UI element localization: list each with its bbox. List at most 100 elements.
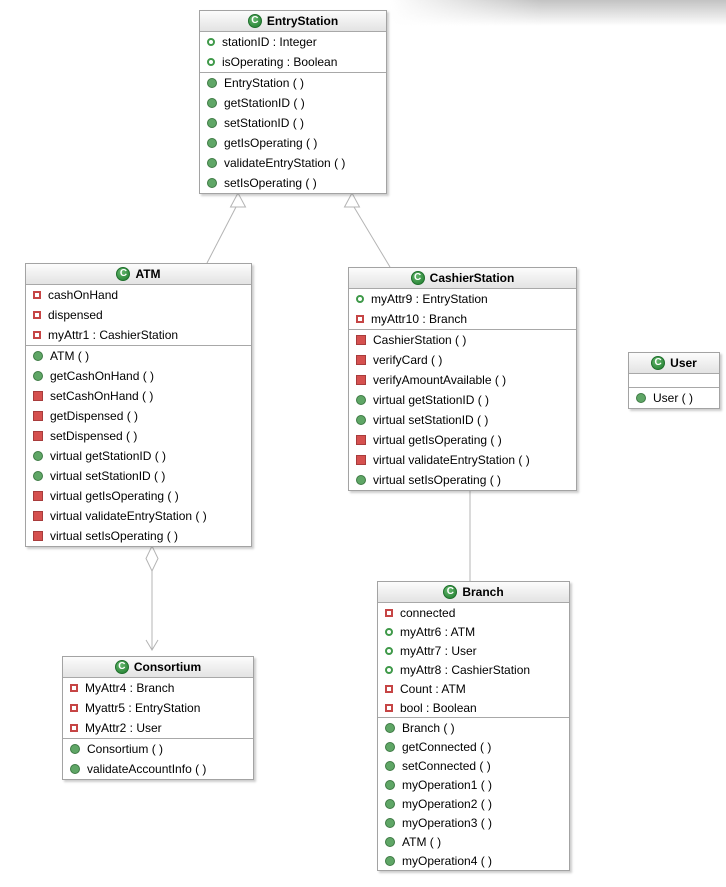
method-row[interactable]: virtual validateEntryStation ( )	[349, 450, 576, 470]
attributes-section: connected myAttr6 : ATM myAttr7 : User m…	[378, 603, 569, 718]
public-attribute-icon	[385, 627, 393, 636]
operations-section: CashierStation ( ) verifyCard ( ) verify…	[349, 330, 576, 490]
attribute-row[interactable]: myAttr10 : Branch	[349, 309, 576, 329]
attribute-row[interactable]: stationID : Integer	[200, 32, 386, 52]
method-row[interactable]: virtual setIsOperating ( )	[349, 470, 576, 490]
private-method-icon	[356, 375, 366, 385]
public-method-icon	[385, 817, 395, 828]
attributes-section	[629, 374, 719, 388]
method-row[interactable]: setConnected ( )	[378, 756, 569, 775]
method-row[interactable]: getStationID ( )	[200, 93, 386, 113]
public-method-icon	[33, 451, 43, 461]
attribute-row[interactable]: myAttr8 : CashierStation	[378, 660, 569, 679]
attribute-row[interactable]: MyAttr4 : Branch	[63, 678, 253, 698]
method-row[interactable]: verifyAmountAvailable ( )	[349, 370, 576, 390]
method-row[interactable]: setCashOnHand ( )	[26, 386, 251, 406]
attribute-row[interactable]: connected	[378, 603, 569, 622]
method-row[interactable]: User ( )	[629, 388, 719, 408]
private-method-icon	[33, 431, 43, 441]
class-box-user[interactable]: C User User ( )	[628, 352, 720, 409]
public-method-icon	[33, 371, 43, 381]
public-method-icon	[385, 798, 395, 809]
operations-section: ATM ( ) getCashOnHand ( ) setCashOnHand …	[26, 346, 251, 546]
aggregation-atm-to-consortium[interactable]	[145, 544, 159, 651]
method-row[interactable]: EntryStation ( )	[200, 73, 386, 93]
private-attribute-icon	[70, 724, 78, 732]
class-title-bar[interactable]: C ATM	[26, 264, 251, 285]
class-name: Branch	[462, 585, 504, 599]
class-title-bar[interactable]: C User	[629, 353, 719, 374]
method-row[interactable]: getCashOnHand ( )	[26, 366, 251, 386]
method-row[interactable]: virtual setStationID ( )	[26, 466, 251, 486]
attribute-row[interactable]: dispensed	[26, 305, 251, 325]
method-row[interactable]: setIsOperating ( )	[200, 173, 386, 193]
method-row[interactable]: virtual getIsOperating ( )	[26, 486, 251, 506]
attribute-row[interactable]: isOperating : Boolean	[200, 52, 386, 72]
public-method-icon	[70, 764, 80, 774]
private-method-icon	[356, 355, 366, 365]
attribute-row[interactable]: Count : ATM	[378, 679, 569, 698]
private-attribute-icon	[33, 291, 41, 299]
class-box-atm[interactable]: C ATM cashOnHand dispensed myAttr1 : Cas…	[25, 263, 252, 547]
class-title-bar[interactable]: C EntryStation	[200, 11, 386, 32]
method-row[interactable]: setStationID ( )	[200, 113, 386, 133]
method-row[interactable]: myOperation1 ( )	[378, 775, 569, 794]
public-attribute-icon	[207, 58, 215, 66]
public-method-icon	[33, 471, 43, 481]
attribute-row[interactable]: cashOnHand	[26, 285, 251, 305]
method-row[interactable]: getIsOperating ( )	[200, 133, 386, 153]
method-row[interactable]: validateAccountInfo ( )	[63, 759, 253, 779]
class-title-bar[interactable]: C Branch	[378, 582, 569, 603]
public-method-icon	[385, 855, 395, 866]
method-row[interactable]: myOperation2 ( )	[378, 794, 569, 813]
class-box-branch[interactable]: C Branch connected myAttr6 : ATM myAttr7…	[377, 581, 570, 871]
method-row[interactable]: virtual setStationID ( )	[349, 410, 576, 430]
method-row[interactable]: virtual getIsOperating ( )	[349, 430, 576, 450]
attribute-row[interactable]: myAttr9 : EntryStation	[349, 289, 576, 309]
attributes-section: MyAttr4 : Branch Myattr5 : EntryStation …	[63, 678, 253, 739]
class-box-cashierstation[interactable]: C CashierStation myAttr9 : EntryStation …	[348, 267, 577, 491]
attribute-row[interactable]: Myattr5 : EntryStation	[63, 698, 253, 718]
method-row[interactable]: validateEntryStation ( )	[200, 153, 386, 173]
private-attribute-icon	[70, 684, 78, 692]
class-box-consortium[interactable]: C Consortium MyAttr4 : Branch Myattr5 : …	[62, 656, 254, 780]
attribute-row[interactable]: myAttr1 : CashierStation	[26, 325, 251, 345]
attribute-row[interactable]: myAttr6 : ATM	[378, 622, 569, 641]
method-row[interactable]: getConnected ( )	[378, 737, 569, 756]
private-method-icon	[33, 531, 43, 541]
class-icon: C	[247, 14, 262, 28]
method-row[interactable]: virtual getStationID ( )	[26, 446, 251, 466]
method-row[interactable]: getDispensed ( )	[26, 406, 251, 426]
public-attribute-icon	[207, 38, 215, 46]
attribute-row[interactable]: MyAttr2 : User	[63, 718, 253, 738]
method-row[interactable]: Consortium ( )	[63, 739, 253, 759]
private-attribute-icon	[385, 684, 393, 693]
method-row[interactable]: virtual validateEntryStation ( )	[26, 506, 251, 526]
public-attribute-icon	[356, 295, 364, 303]
generalization-atm-to-entrystation[interactable]	[206, 191, 247, 264]
attribute-row[interactable]: myAttr7 : User	[378, 641, 569, 660]
class-title-bar[interactable]: C Consortium	[63, 657, 253, 678]
private-method-icon	[33, 411, 43, 421]
operations-section: Consortium ( ) validateAccountInfo ( )	[63, 739, 253, 779]
method-row[interactable]: virtual setIsOperating ( )	[26, 526, 251, 546]
class-name: Consortium	[133, 660, 202, 674]
method-row[interactable]: verifyCard ( )	[349, 350, 576, 370]
method-row[interactable]: setDispensed ( )	[26, 426, 251, 446]
generalization-cashierstation-to-entrystation[interactable]	[343, 191, 391, 268]
method-row[interactable]: virtual getStationID ( )	[349, 390, 576, 410]
public-method-icon	[207, 98, 217, 108]
method-row[interactable]: myOperation3 ( )	[378, 813, 569, 832]
method-row[interactable]: ATM ( )	[378, 832, 569, 851]
attribute-row[interactable]: bool : Boolean	[378, 698, 569, 717]
method-row[interactable]: Branch ( )	[378, 718, 569, 737]
class-icon: C	[116, 267, 131, 281]
public-method-icon	[356, 475, 366, 485]
class-box-entrystation[interactable]: C EntryStation stationID : Integer isOpe…	[199, 10, 387, 194]
public-method-icon	[70, 744, 80, 754]
class-title-bar[interactable]: C CashierStation	[349, 268, 576, 289]
method-row[interactable]: CashierStation ( )	[349, 330, 576, 350]
method-row[interactable]: ATM ( )	[26, 346, 251, 366]
method-row[interactable]: myOperation4 ( )	[378, 851, 569, 870]
